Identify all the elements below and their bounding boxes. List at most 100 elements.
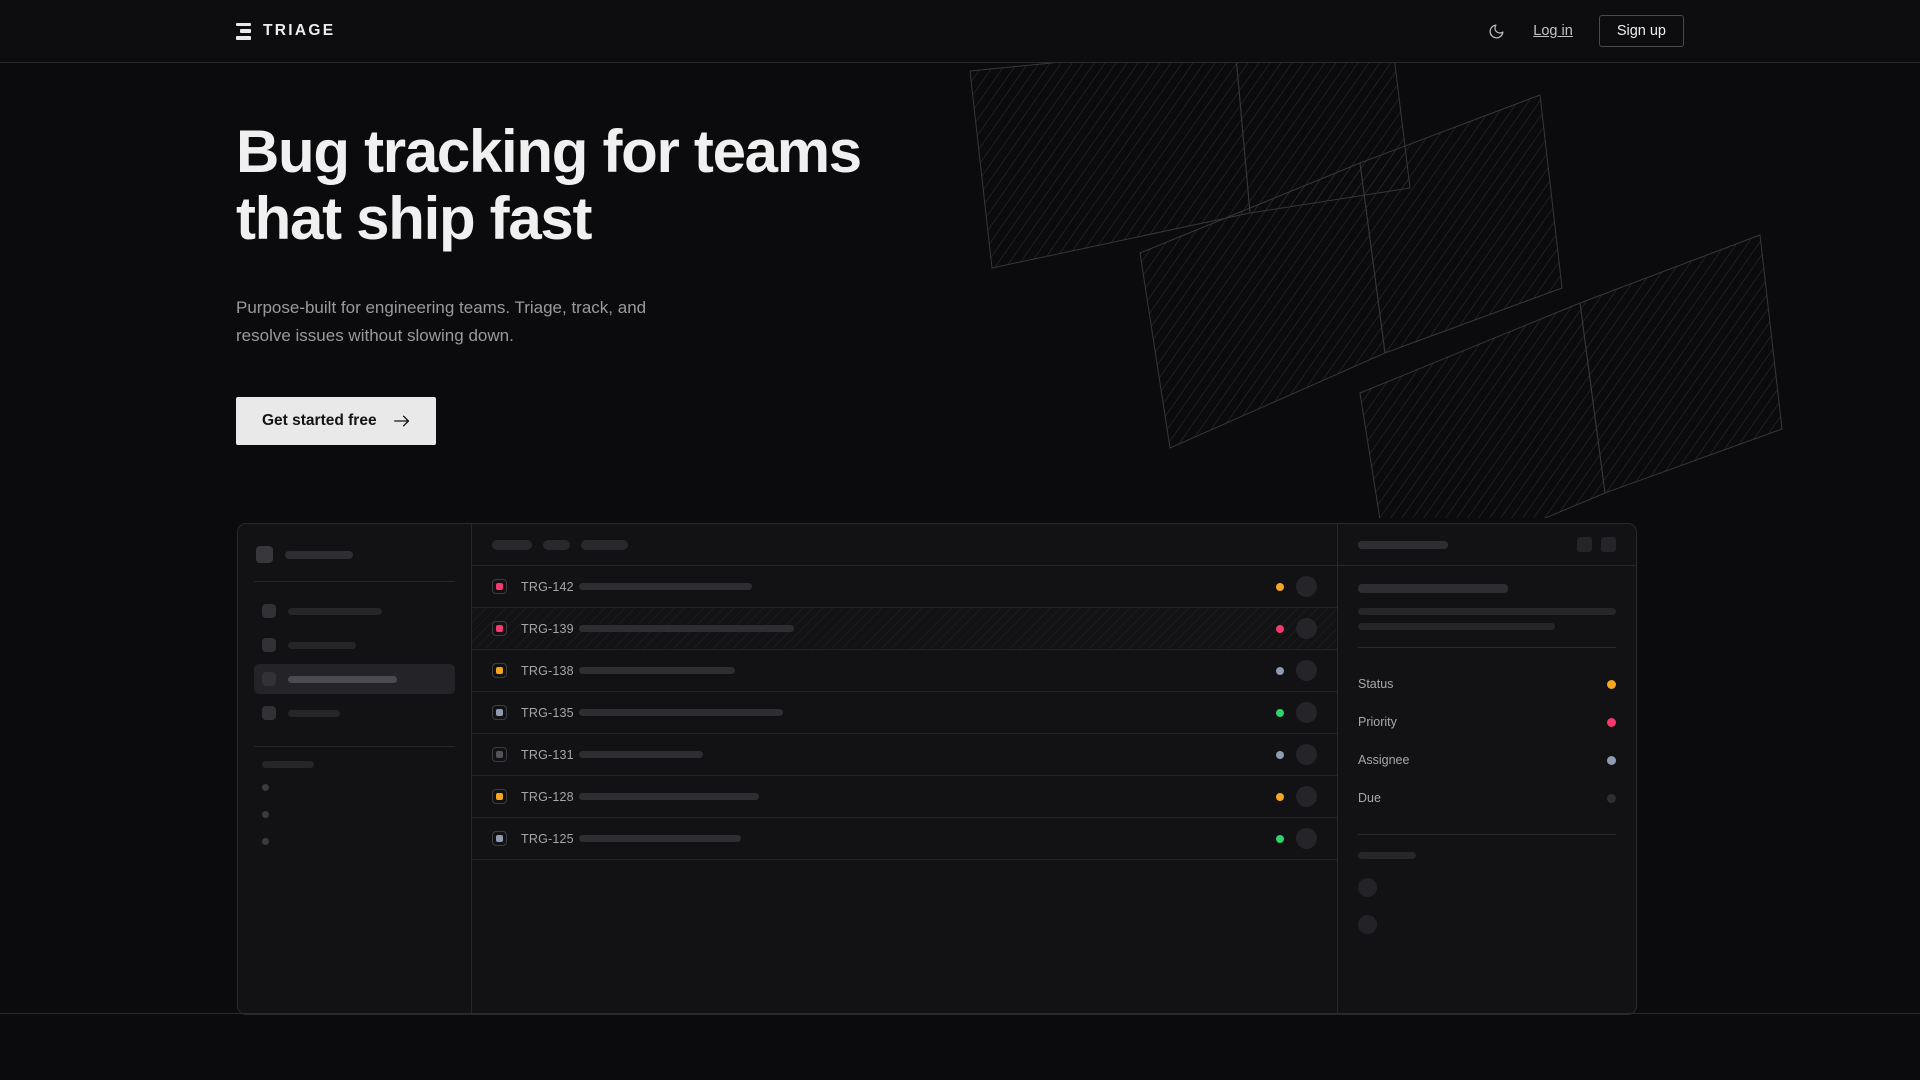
table-row[interactable]: TRG-138 — [472, 650, 1337, 692]
issue-title-skeleton — [579, 667, 735, 674]
page-bottom-divider — [0, 1013, 1920, 1014]
table-row[interactable]: TRG-128 — [472, 776, 1337, 818]
detail-meta-row[interactable]: Status — [1358, 665, 1616, 703]
filter-chip-1[interactable] — [492, 539, 532, 550]
row-meta — [1276, 702, 1317, 723]
activity-item[interactable] — [1358, 906, 1616, 943]
filter-chip-3[interactable] — [581, 539, 628, 550]
table-row[interactable]: TRG-142 — [472, 566, 1337, 608]
avatar — [1296, 618, 1317, 639]
issue-key: TRG-138 — [521, 663, 574, 678]
sidebar-sub-item[interactable] — [254, 774, 455, 801]
sidebar-item-3-active[interactable] — [254, 664, 455, 694]
activity-item[interactable] — [1358, 869, 1616, 906]
workspace-avatar — [256, 546, 273, 563]
row-meta — [1276, 576, 1317, 597]
sidebar-item-4[interactable] — [254, 698, 455, 728]
workspace-name-skeleton — [285, 550, 353, 559]
sidebar-sub-item[interactable] — [254, 801, 455, 828]
bullet-icon — [262, 838, 269, 845]
sidebar-item-2[interactable] — [254, 630, 455, 660]
priority-badge-icon — [492, 621, 507, 636]
detail-text-line-2 — [1358, 623, 1555, 630]
hero-section: Bug tracking for teams that ship fast Pu… — [0, 63, 1920, 518]
site-header: TRIAGE Log in Sign up — [0, 0, 1920, 63]
table-row[interactable]: TRG-131 — [472, 734, 1337, 776]
issue-title-skeleton — [579, 709, 783, 716]
mockup-sidebar — [238, 524, 472, 1014]
signup-button[interactable]: Sign up — [1598, 15, 1684, 47]
sidebar-item-icon — [262, 638, 276, 652]
meta-value-dot — [1607, 717, 1616, 727]
header-actions: Log in Sign up — [1485, 15, 1684, 47]
sidebar-item-label-skeleton — [288, 675, 397, 683]
detail-action-button-1[interactable] — [1577, 537, 1592, 552]
status-badge — [1276, 708, 1284, 717]
login-link[interactable]: Log in — [1533, 23, 1573, 39]
sidebar-item-label-skeleton — [288, 641, 356, 649]
sidebar-divider-bottom — [254, 746, 455, 747]
detail-meta-row[interactable]: Due — [1358, 779, 1616, 817]
meta-label: Due — [1358, 791, 1381, 805]
detail-meta-row[interactable]: Assignee — [1358, 741, 1616, 779]
priority-badge-icon — [492, 705, 507, 720]
activity-label-skeleton — [1358, 852, 1416, 859]
meta-value-dot — [1607, 755, 1616, 765]
detail-title-skeleton — [1358, 540, 1448, 549]
issue-title-skeleton — [579, 583, 752, 590]
get-started-button[interactable]: Get started free — [236, 397, 436, 446]
meta-value-dot — [1607, 793, 1616, 803]
workspace-switcher[interactable] — [254, 540, 455, 563]
detail-meta-row[interactable]: Priority — [1358, 703, 1616, 741]
issue-key: TRG-135 — [521, 705, 574, 720]
table-row[interactable]: TRG-139 — [472, 608, 1337, 650]
row-meta — [1276, 618, 1317, 639]
detail-actions — [1577, 537, 1616, 552]
avatar — [1296, 576, 1317, 597]
sidebar-item-icon — [262, 604, 276, 618]
sidebar-sub-item[interactable] — [254, 828, 455, 855]
meta-label: Priority — [1358, 715, 1397, 729]
meta-label: Assignee — [1358, 753, 1410, 767]
avatar — [1358, 878, 1377, 897]
brand-logo[interactable]: TRIAGE — [236, 22, 335, 40]
row-meta — [1276, 660, 1317, 681]
status-badge — [1276, 750, 1284, 759]
detail-action-button-2[interactable] — [1601, 537, 1616, 552]
sidebar-item-icon — [262, 672, 276, 686]
hero-subtitle: Purpose-built for engineering teams. Tri… — [236, 298, 647, 345]
detail-divider-2 — [1358, 834, 1616, 835]
decorative-panels-graphic — [969, 63, 1783, 518]
status-badge — [1276, 792, 1284, 801]
issue-key: TRG-131 — [521, 747, 574, 762]
issue-key: TRG-125 — [521, 831, 574, 846]
priority-badge-icon — [492, 789, 507, 804]
priority-badge-icon — [492, 831, 507, 846]
status-badge — [1276, 834, 1284, 843]
meta-value-dot — [1607, 679, 1616, 689]
issue-key: TRG-139 — [521, 621, 574, 636]
sidebar-item-1[interactable] — [254, 596, 455, 626]
table-row[interactable]: TRG-135 — [472, 692, 1337, 734]
detail-divider-1 — [1358, 647, 1616, 648]
avatar — [1296, 744, 1317, 765]
sidebar-item-icon — [262, 706, 276, 720]
detail-text-line-1 — [1358, 608, 1616, 615]
avatar — [1296, 702, 1317, 723]
bullet-icon — [262, 811, 269, 818]
issue-key: TRG-142 — [521, 579, 574, 594]
priority-badge-icon — [492, 747, 507, 762]
brand-name: TRIAGE — [263, 22, 336, 39]
bullet-icon — [262, 784, 269, 791]
row-meta — [1276, 744, 1317, 765]
moon-icon[interactable] — [1485, 20, 1507, 42]
avatar — [1296, 660, 1317, 681]
table-row[interactable]: TRG-125 — [472, 818, 1337, 860]
filter-chip-2[interactable] — [543, 539, 570, 550]
sidebar-divider-top — [254, 581, 455, 582]
priority-badge-icon — [492, 579, 507, 594]
issue-title-skeleton — [579, 793, 759, 800]
